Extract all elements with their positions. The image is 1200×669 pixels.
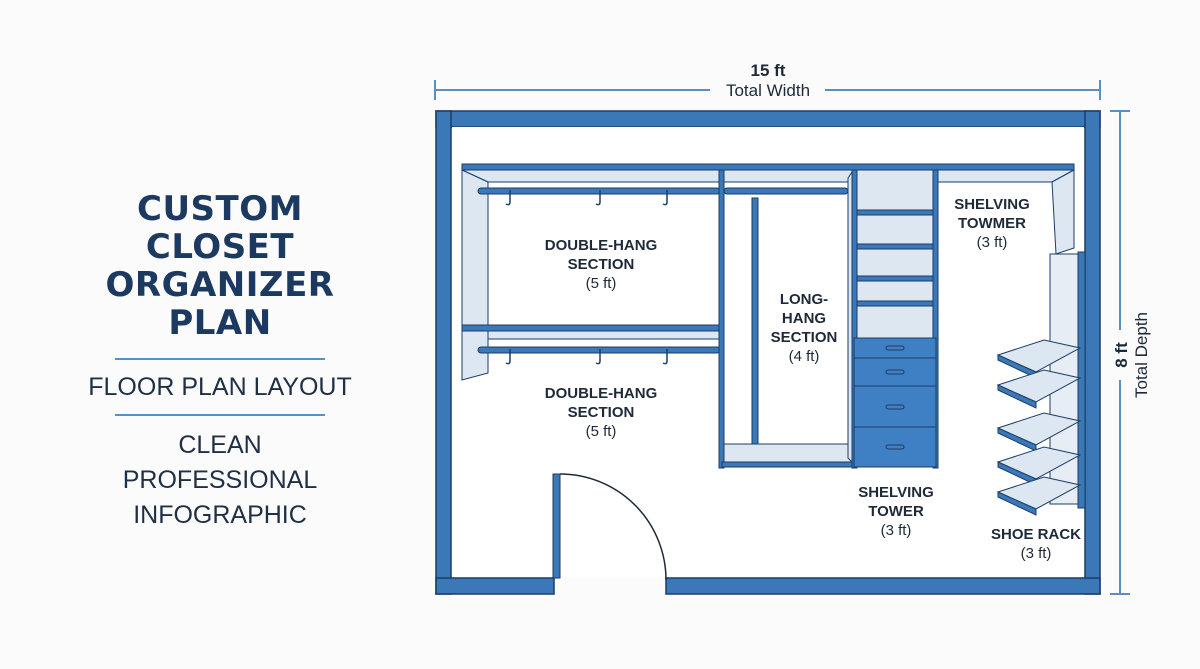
divider [115, 414, 325, 416]
svg-text:(3 ft): (3 ft) [977, 234, 1008, 251]
description-line: PROFESSIONAL [122, 466, 318, 494]
top-shelf [461, 163, 1075, 183]
svg-text:SHELVING: SHELVING [858, 484, 934, 501]
title-line: PLAN [168, 303, 272, 343]
svg-text:HANG: HANG [782, 310, 826, 327]
shelving-tower [851, 169, 939, 469]
drawers [853, 337, 937, 468]
svg-text:DOUBLE-HANG: DOUBLE-HANG [545, 237, 658, 254]
svg-text:(3 ft): (3 ft) [1021, 545, 1052, 562]
width-dimension: 15 ft Total Width [434, 61, 1101, 100]
title-line: CUSTOM [137, 189, 303, 229]
width-label: Total Width [726, 81, 810, 100]
section-label-shoe-rack: SHOE RACK (3 ft) [991, 526, 1081, 562]
description-line: CLEAN [178, 431, 262, 459]
svg-text:SECTION: SECTION [568, 256, 635, 273]
svg-text:(3 ft): (3 ft) [881, 522, 912, 539]
section-label-shelving-tower: SHELVING TOWER (3 ft) [858, 484, 934, 539]
svg-text:SHOE RACK: SHOE RACK [991, 526, 1081, 543]
description: CLEAN PROFESSIONAL INFOGRAPHIC [60, 428, 380, 533]
section-label-double-hang-lower: DOUBLE-HANG SECTION (5 ft) [545, 385, 658, 440]
width-value: 15 ft [751, 61, 786, 80]
title-line: ORGANIZER [105, 265, 335, 305]
closet-walls [435, 110, 1101, 595]
svg-text:TOWMER: TOWMER [958, 215, 1026, 232]
subtitle: FLOOR PLAN LAYOUT [88, 373, 352, 401]
hanging-rod [477, 187, 721, 195]
svg-text:SECTION: SECTION [771, 329, 838, 346]
long-hang-unit [721, 170, 857, 468]
svg-text:(5 ft): (5 ft) [586, 423, 617, 440]
svg-text:(4 ft): (4 ft) [789, 348, 820, 365]
hanger-hook-icon [505, 349, 668, 365]
svg-text:(5 ft): (5 ft) [586, 275, 617, 292]
section-label-shelving-towmer: SHELVING TOWMER (3 ft) [954, 196, 1030, 251]
section-label-long-hang: LONG- HANG SECTION (4 ft) [771, 291, 838, 365]
section-label-double-hang-upper: DOUBLE-HANG SECTION (5 ft) [545, 237, 658, 292]
svg-text:LONG-: LONG- [780, 291, 828, 308]
hanging-rod [477, 346, 721, 354]
divider [115, 358, 325, 360]
title-line: CLOSET [145, 227, 295, 267]
hanger-hook-icon [505, 190, 668, 206]
svg-text:SHELVING: SHELVING [954, 196, 1030, 213]
shoe-rack [996, 339, 1082, 516]
depth-label: Total Depth [1132, 312, 1151, 398]
double-hang-unit [461, 169, 725, 469]
depth-value: 8 ft [1112, 342, 1131, 368]
main-title: CUSTOM CLOSET ORGANIZER PLAN [60, 190, 380, 342]
svg-text:TOWER: TOWER [868, 503, 924, 520]
door-icon [552, 473, 667, 581]
description-line: INFOGRAPHIC [133, 501, 307, 529]
svg-text:SECTION: SECTION [568, 404, 635, 421]
title-block: CUSTOM CLOSET ORGANIZER PLAN FLOOR PLAN … [60, 190, 380, 533]
hanging-rod [723, 187, 849, 195]
depth-dimension: 8 ft Total Depth [1110, 110, 1151, 595]
svg-text:DOUBLE-HANG: DOUBLE-HANG [545, 385, 658, 402]
